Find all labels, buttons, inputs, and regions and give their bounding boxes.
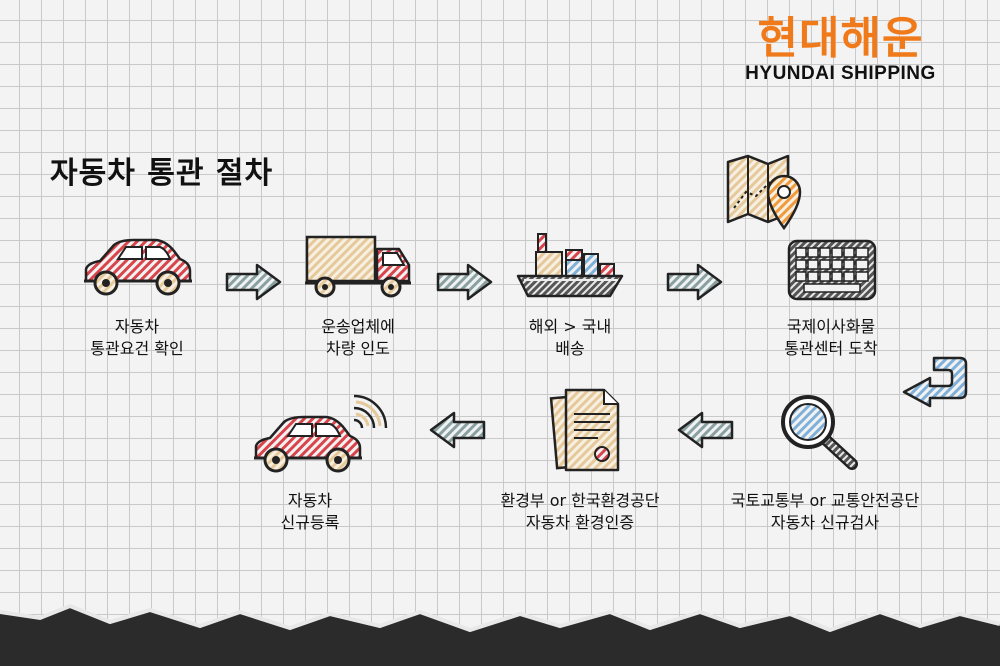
- map-pin-icon: [726, 154, 802, 231]
- step-6-line2: 자동차 환경인증: [525, 513, 635, 532]
- step-7-line1: 자동차: [287, 491, 333, 510]
- page-title: 자동차 통관 절차: [50, 156, 274, 191]
- step-1-label: 자동차 통관요건 확인: [90, 316, 183, 360]
- step-3-line1: 해외 > 국내: [528, 317, 612, 336]
- arrow-right-icon: [225, 263, 282, 301]
- step-6-label: 환경부 or 한국환경공단 자동차 환경인증: [500, 490, 659, 534]
- arrow-right-icon: [436, 263, 493, 301]
- step-3-label: 해외 > 국내 배송: [529, 316, 611, 360]
- step-7-line2: 신규등록: [280, 513, 340, 532]
- step-5-line2: 자동차 신규검사: [770, 513, 880, 532]
- cargo-ship-icon: [516, 233, 624, 298]
- keyboard-icon: [787, 239, 877, 301]
- truck-icon: [305, 235, 411, 298]
- step-2-label: 운송업체에 차량 인도: [321, 316, 395, 360]
- step-5-line1: 국토교통부 or 교통안전공단: [730, 491, 920, 510]
- logo-korean: 현대해운: [757, 13, 924, 64]
- step-1-line2: 통관요건 확인: [90, 339, 184, 358]
- arrow-right-icon: [666, 263, 723, 301]
- u-turn-arrow-icon: [902, 356, 968, 408]
- step-2-line1: 운송업체에: [321, 317, 395, 336]
- document-icon: [549, 388, 620, 472]
- car-icon: [84, 238, 192, 296]
- magnifier-icon: [781, 395, 858, 470]
- step-6-line1: 환경부 or 한국환경공단: [500, 491, 660, 510]
- step-4-line1: 국제이사화물: [786, 317, 876, 336]
- step-1-line1: 자동차: [114, 317, 160, 336]
- step-7-label: 자동차 신규등록: [281, 490, 340, 534]
- connected-car-icon: [254, 394, 388, 473]
- step-2-line2: 차량 인도: [326, 339, 390, 358]
- step-4-line2: 통관센터 도착: [784, 339, 878, 358]
- step-4-label: 국제이사화물 통관센터 도착: [784, 316, 877, 360]
- arrow-left-icon: [677, 411, 734, 449]
- arrow-left-icon: [429, 411, 486, 449]
- company-logo: 현대해운 HYUNDAI SHIPPING: [728, 14, 953, 84]
- logo-english: HYUNDAI SHIPPING: [745, 63, 936, 84]
- step-5-label: 국토교통부 or 교통안전공단 자동차 신규검사: [731, 490, 919, 534]
- step-3-line2: 배송: [555, 339, 585, 358]
